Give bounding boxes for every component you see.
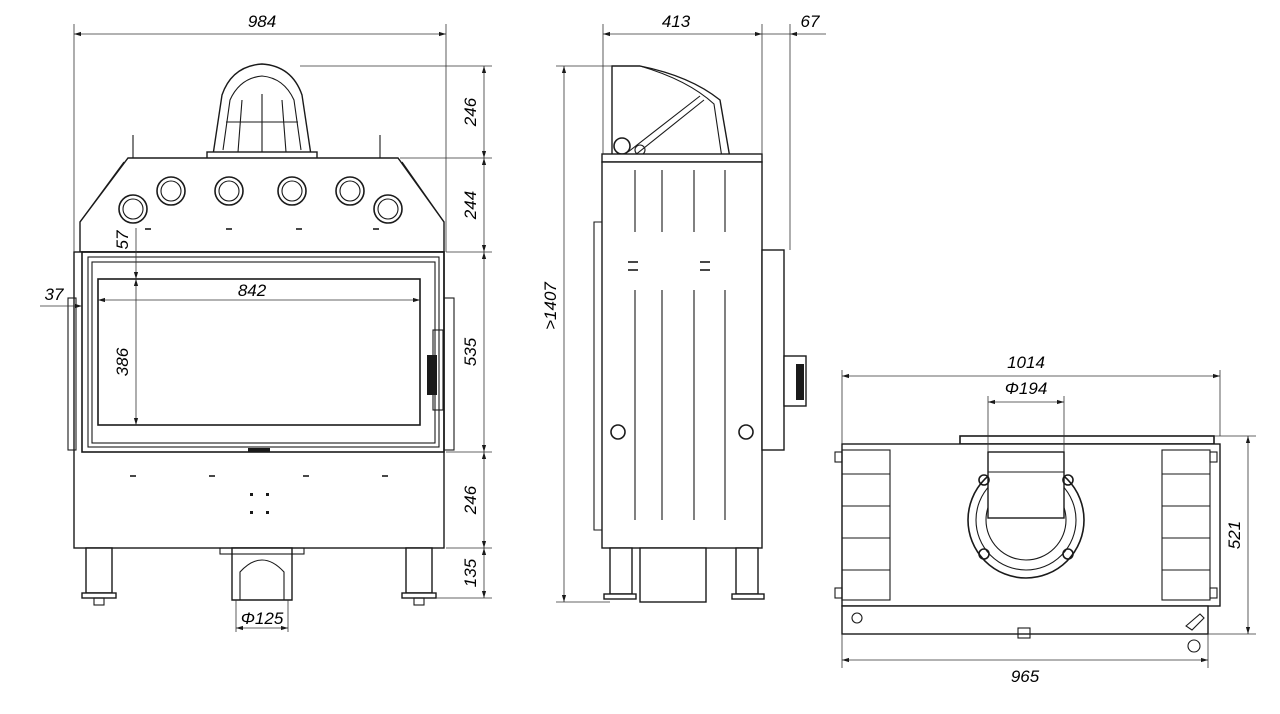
- front-view: 984 246 244 535 246 135 57 386 842 37 Φ1…: [40, 12, 492, 632]
- dim-top-box-height: 246: [461, 97, 480, 127]
- front-flue-collar: [206, 63, 318, 160]
- side-details: [593, 170, 807, 531]
- top-base-plate: [841, 605, 1209, 635]
- dim-lower-body-height: 246: [461, 485, 480, 515]
- dim-side-extra: 67: [801, 12, 820, 31]
- side-view: 413 67 >1407: [541, 12, 826, 603]
- top-dimensions: [841, 370, 1256, 668]
- dim-top-outlet-diameter: Φ194: [1005, 379, 1048, 398]
- top-view: 1014 Φ194 521 965: [834, 353, 1256, 686]
- dim-upper-body-height: 244: [461, 191, 480, 220]
- front-dimension-labels: 984 246 244 535 246 135 57 386 842 37 Φ1…: [45, 12, 480, 628]
- dim-door-height: 535: [461, 337, 480, 366]
- dim-top-width: 1014: [1007, 353, 1045, 372]
- top-flue-ring: [967, 451, 1085, 579]
- front-lower-panel: [130, 475, 388, 514]
- front-legs: [81, 547, 437, 606]
- dim-glass-height: 386: [113, 347, 132, 376]
- side-dimension-labels: 413 67 >1407: [541, 12, 820, 330]
- side-body: [601, 161, 763, 549]
- dim-top-depth: 521: [1225, 521, 1244, 549]
- dim-side-depth: 413: [662, 12, 691, 31]
- side-legs: [603, 547, 765, 603]
- front-hood: [79, 157, 445, 253]
- dim-glass-width: 842: [238, 281, 267, 300]
- front-dimensions: [40, 24, 492, 632]
- top-dimension-labels: 1014 Φ194 521 965: [1005, 353, 1244, 686]
- top-side-panels: [834, 449, 1218, 601]
- convection-holes: [118, 176, 403, 230]
- dim-leg-height: 135: [461, 558, 480, 587]
- dim-front-outlet-diameter: Φ125: [241, 609, 284, 628]
- dim-base-width: 965: [1011, 667, 1040, 686]
- dim-total-height: >1407: [541, 282, 560, 330]
- side-dimensions: [556, 24, 826, 603]
- dim-side-offset: 37: [45, 285, 64, 304]
- dim-front-width: 984: [248, 12, 276, 31]
- front-door: [67, 251, 455, 453]
- dim-glass-top-offset: 57: [113, 230, 132, 249]
- side-flue-collar: [601, 65, 763, 163]
